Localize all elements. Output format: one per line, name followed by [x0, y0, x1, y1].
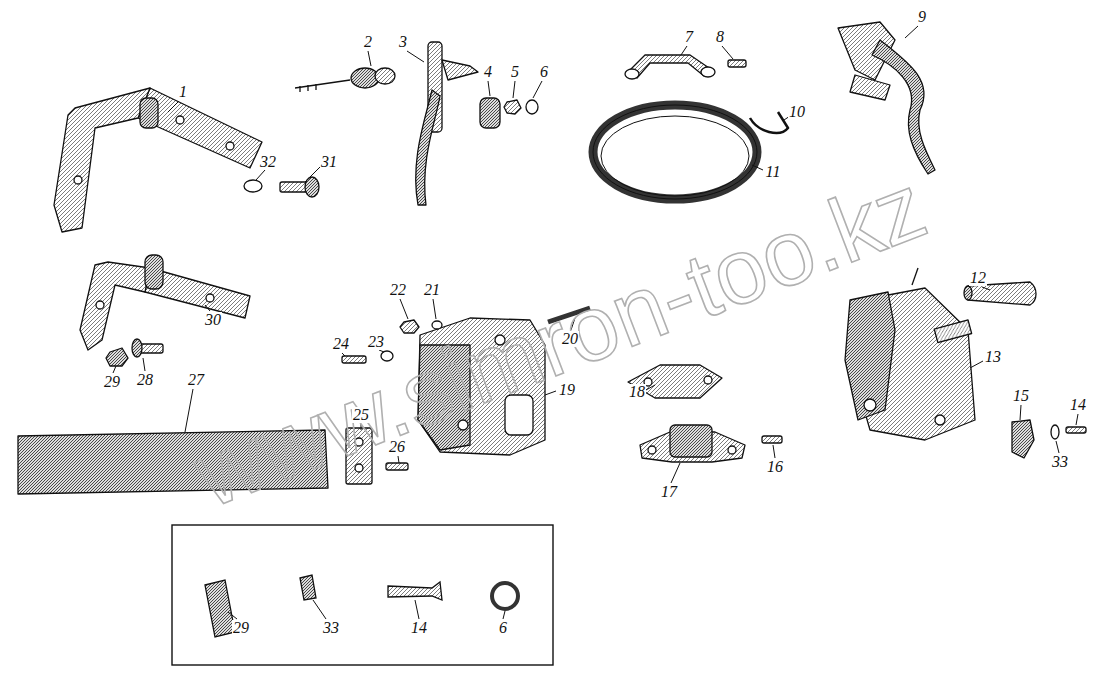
callout-number: 8	[715, 29, 725, 45]
callout-number: 11	[765, 164, 782, 180]
callout-number: 13	[984, 349, 1002, 365]
callout-number: 15	[1012, 388, 1030, 404]
callout-number: 32	[259, 154, 277, 170]
callout-number: 30	[204, 312, 222, 328]
callout-number: 9	[917, 9, 927, 25]
callout-number: 22	[389, 282, 407, 298]
callout-number: 33	[1051, 454, 1069, 470]
callout-number: 2	[363, 34, 373, 50]
callout-number: 18	[628, 384, 646, 400]
watermark: www.simron-too.kz	[183, 159, 937, 522]
callout-number: 4	[483, 64, 493, 80]
callout-number: 14	[1069, 397, 1087, 413]
callout-number: 29	[232, 620, 250, 636]
callout-number: 10	[788, 104, 806, 120]
callout-number: 3	[398, 34, 408, 50]
callout-number: 1	[178, 84, 188, 100]
callout-number: 6	[539, 64, 549, 80]
callout-number: 19	[558, 382, 576, 398]
callout-number: 29	[103, 374, 121, 390]
callout-number: 12	[969, 270, 987, 286]
callout-number: 6	[498, 620, 508, 636]
callout-number: 25	[352, 407, 370, 423]
callout-number: 33	[322, 620, 340, 636]
callout-number: 24	[332, 336, 350, 352]
callout-number: 28	[136, 372, 154, 388]
callout-number: 7	[684, 29, 694, 45]
callout-number: 27	[187, 372, 205, 388]
callout-number: 20	[561, 331, 579, 347]
callout-number: 5	[510, 64, 520, 80]
callout-number: 16	[766, 459, 784, 475]
callout-number: 17	[660, 484, 678, 500]
callout-number: 26	[388, 439, 406, 455]
callout-number: 14	[410, 620, 428, 636]
callout-number: 21	[423, 282, 441, 298]
callout-number: 31	[320, 154, 338, 170]
callout-number: 23	[367, 334, 385, 350]
